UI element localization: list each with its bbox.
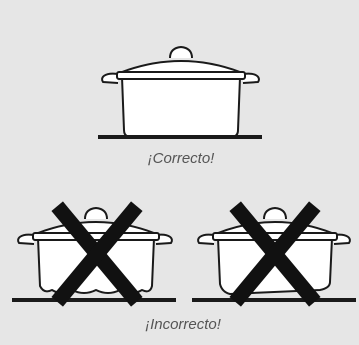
pot-lid-knob — [264, 208, 286, 219]
pot-rim — [213, 233, 337, 240]
pot-lid — [38, 222, 154, 233]
pot-rim — [117, 72, 245, 79]
pot-lid-knob — [170, 47, 192, 58]
pot-lid — [122, 61, 240, 72]
pot-handle-left — [18, 235, 34, 244]
pot-handle-left — [102, 74, 118, 83]
pot-rim — [33, 233, 159, 240]
incorrect-caption: ¡Incorrecto! — [145, 316, 221, 333]
correct-caption: ¡Correcto! — [148, 150, 215, 167]
pot-handle-left — [198, 235, 214, 244]
correct-pot — [102, 47, 259, 137]
pot-lid — [218, 222, 332, 233]
pot-lid-knob — [85, 208, 107, 219]
pot-body — [122, 77, 240, 137]
